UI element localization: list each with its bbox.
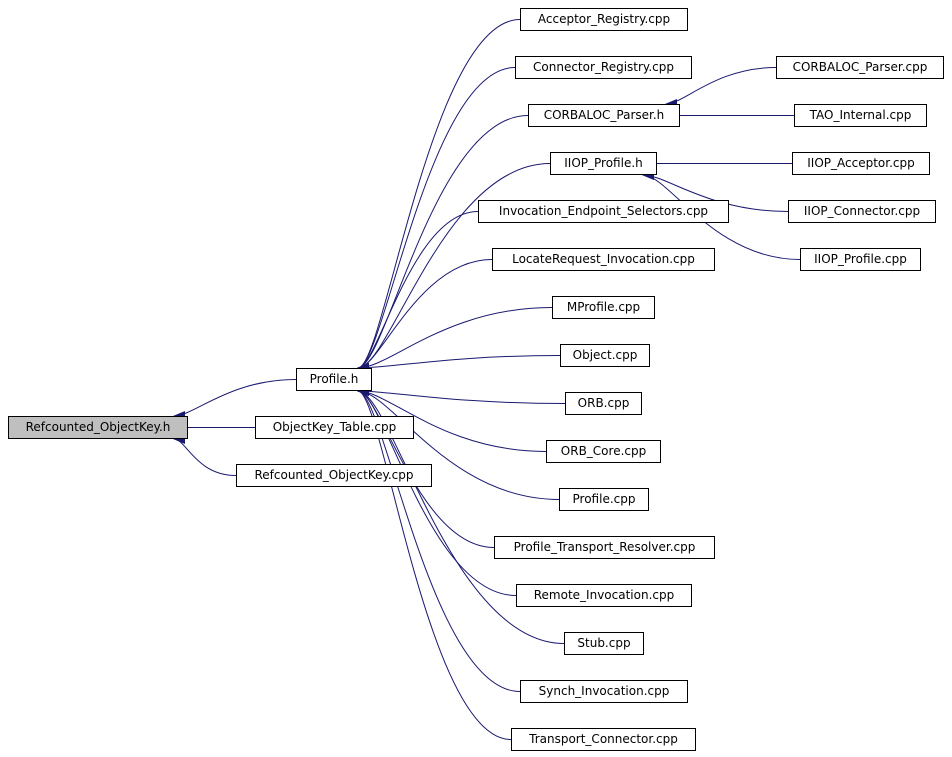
node-transport-connector-cpp[interactable]: Transport_Connector.cpp — [511, 728, 696, 751]
edge-stub_cpp-to-profile_h — [357, 386, 565, 644]
edge-invocation_endpoint_selectors_cpp-to-profile_h — [357, 211, 479, 373]
node-iiop-profile-cpp[interactable]: IIOP_Profile.cpp — [800, 248, 921, 271]
node-locaterequest-invocation-cpp[interactable]: LocateRequest_Invocation.cpp — [492, 248, 715, 271]
node-orb-core-cpp[interactable]: ORB_Core.cpp — [546, 440, 661, 463]
edge-orb_cpp-to-profile_h — [357, 386, 566, 404]
edge-remote_invocation_cpp-to-profile_h — [357, 386, 517, 596]
node-corbaloc-parser-h[interactable]: CORBALOC_Parser.h — [528, 104, 680, 127]
edge-layer — [173, 19, 801, 740]
edge-locaterequest_invocation_cpp-to-profile_h — [357, 259, 493, 373]
edge-orb_core_cpp-to-profile_h — [357, 386, 547, 452]
node-iiop-connector-cpp[interactable]: IIOP_Connector.cpp — [788, 200, 936, 223]
node-profile-cpp[interactable]: Profile.cpp — [559, 488, 649, 511]
node-corbaloc-parser-cpp[interactable]: CORBALOC_Parser.cpp — [776, 56, 944, 79]
node-iiop-profile-h[interactable]: IIOP_Profile.h — [550, 152, 657, 175]
node-remote-invocation-cpp[interactable]: Remote_Invocation.cpp — [516, 584, 692, 607]
edge-corbaloc_parser_cpp-to-corbaloc_parser_h — [665, 67, 777, 109]
node-objectkey-table-cpp[interactable]: ObjectKey_Table.cpp — [255, 416, 414, 439]
edge-corbaloc_parser_h-to-profile_h — [357, 115, 529, 373]
edge-connector_registry_cpp-to-profile_h — [357, 67, 516, 373]
edge-profile_h-to-refcounted_objectkey_h — [173, 379, 297, 421]
edge-acceptor_registry_cpp-to-profile_h — [357, 19, 521, 373]
node-profile-transport-resolver-cpp[interactable]: Profile_Transport_Resolver.cpp — [494, 536, 715, 559]
node-orb-cpp[interactable]: ORB.cpp — [565, 392, 642, 415]
node-synch-invocation-cpp[interactable]: Synch_Invocation.cpp — [520, 680, 688, 703]
edge-object_cpp-to-profile_h — [357, 355, 561, 373]
node-profile-h[interactable]: Profile.h — [296, 368, 372, 391]
node-object-cpp[interactable]: Object.cpp — [560, 344, 650, 367]
node-stub-cpp[interactable]: Stub.cpp — [564, 632, 644, 655]
node-iiop-acceptor-cpp[interactable]: IIOP_Acceptor.cpp — [792, 152, 930, 175]
node-connector-registry-cpp[interactable]: Connector_Registry.cpp — [515, 56, 692, 79]
edge-refcounted_objectkey_cpp-to-refcounted_objectkey_h — [173, 434, 237, 476]
node-invocation-endpoint-selectors-cpp[interactable]: Invocation_Endpoint_Selectors.cpp — [478, 200, 729, 223]
node-acceptor-registry-cpp[interactable]: Acceptor_Registry.cpp — [520, 8, 688, 31]
edge-mprofile_cpp-to-profile_h — [357, 307, 553, 373]
edge-profile_cpp-to-profile_h — [357, 386, 560, 500]
node-mprofile-cpp[interactable]: MProfile.cpp — [552, 296, 655, 319]
node-refcounted-objectkey-cpp[interactable]: Refcounted_ObjectKey.cpp — [236, 464, 432, 487]
node-refcounted-objectkey-h: Refcounted_ObjectKey.h — [8, 416, 188, 439]
edge-synch_invocation_cpp-to-profile_h — [357, 386, 521, 692]
edge-transport_connector_cpp-to-profile_h — [357, 386, 512, 740]
node-tao-internal-cpp[interactable]: TAO_Internal.cpp — [794, 104, 927, 127]
